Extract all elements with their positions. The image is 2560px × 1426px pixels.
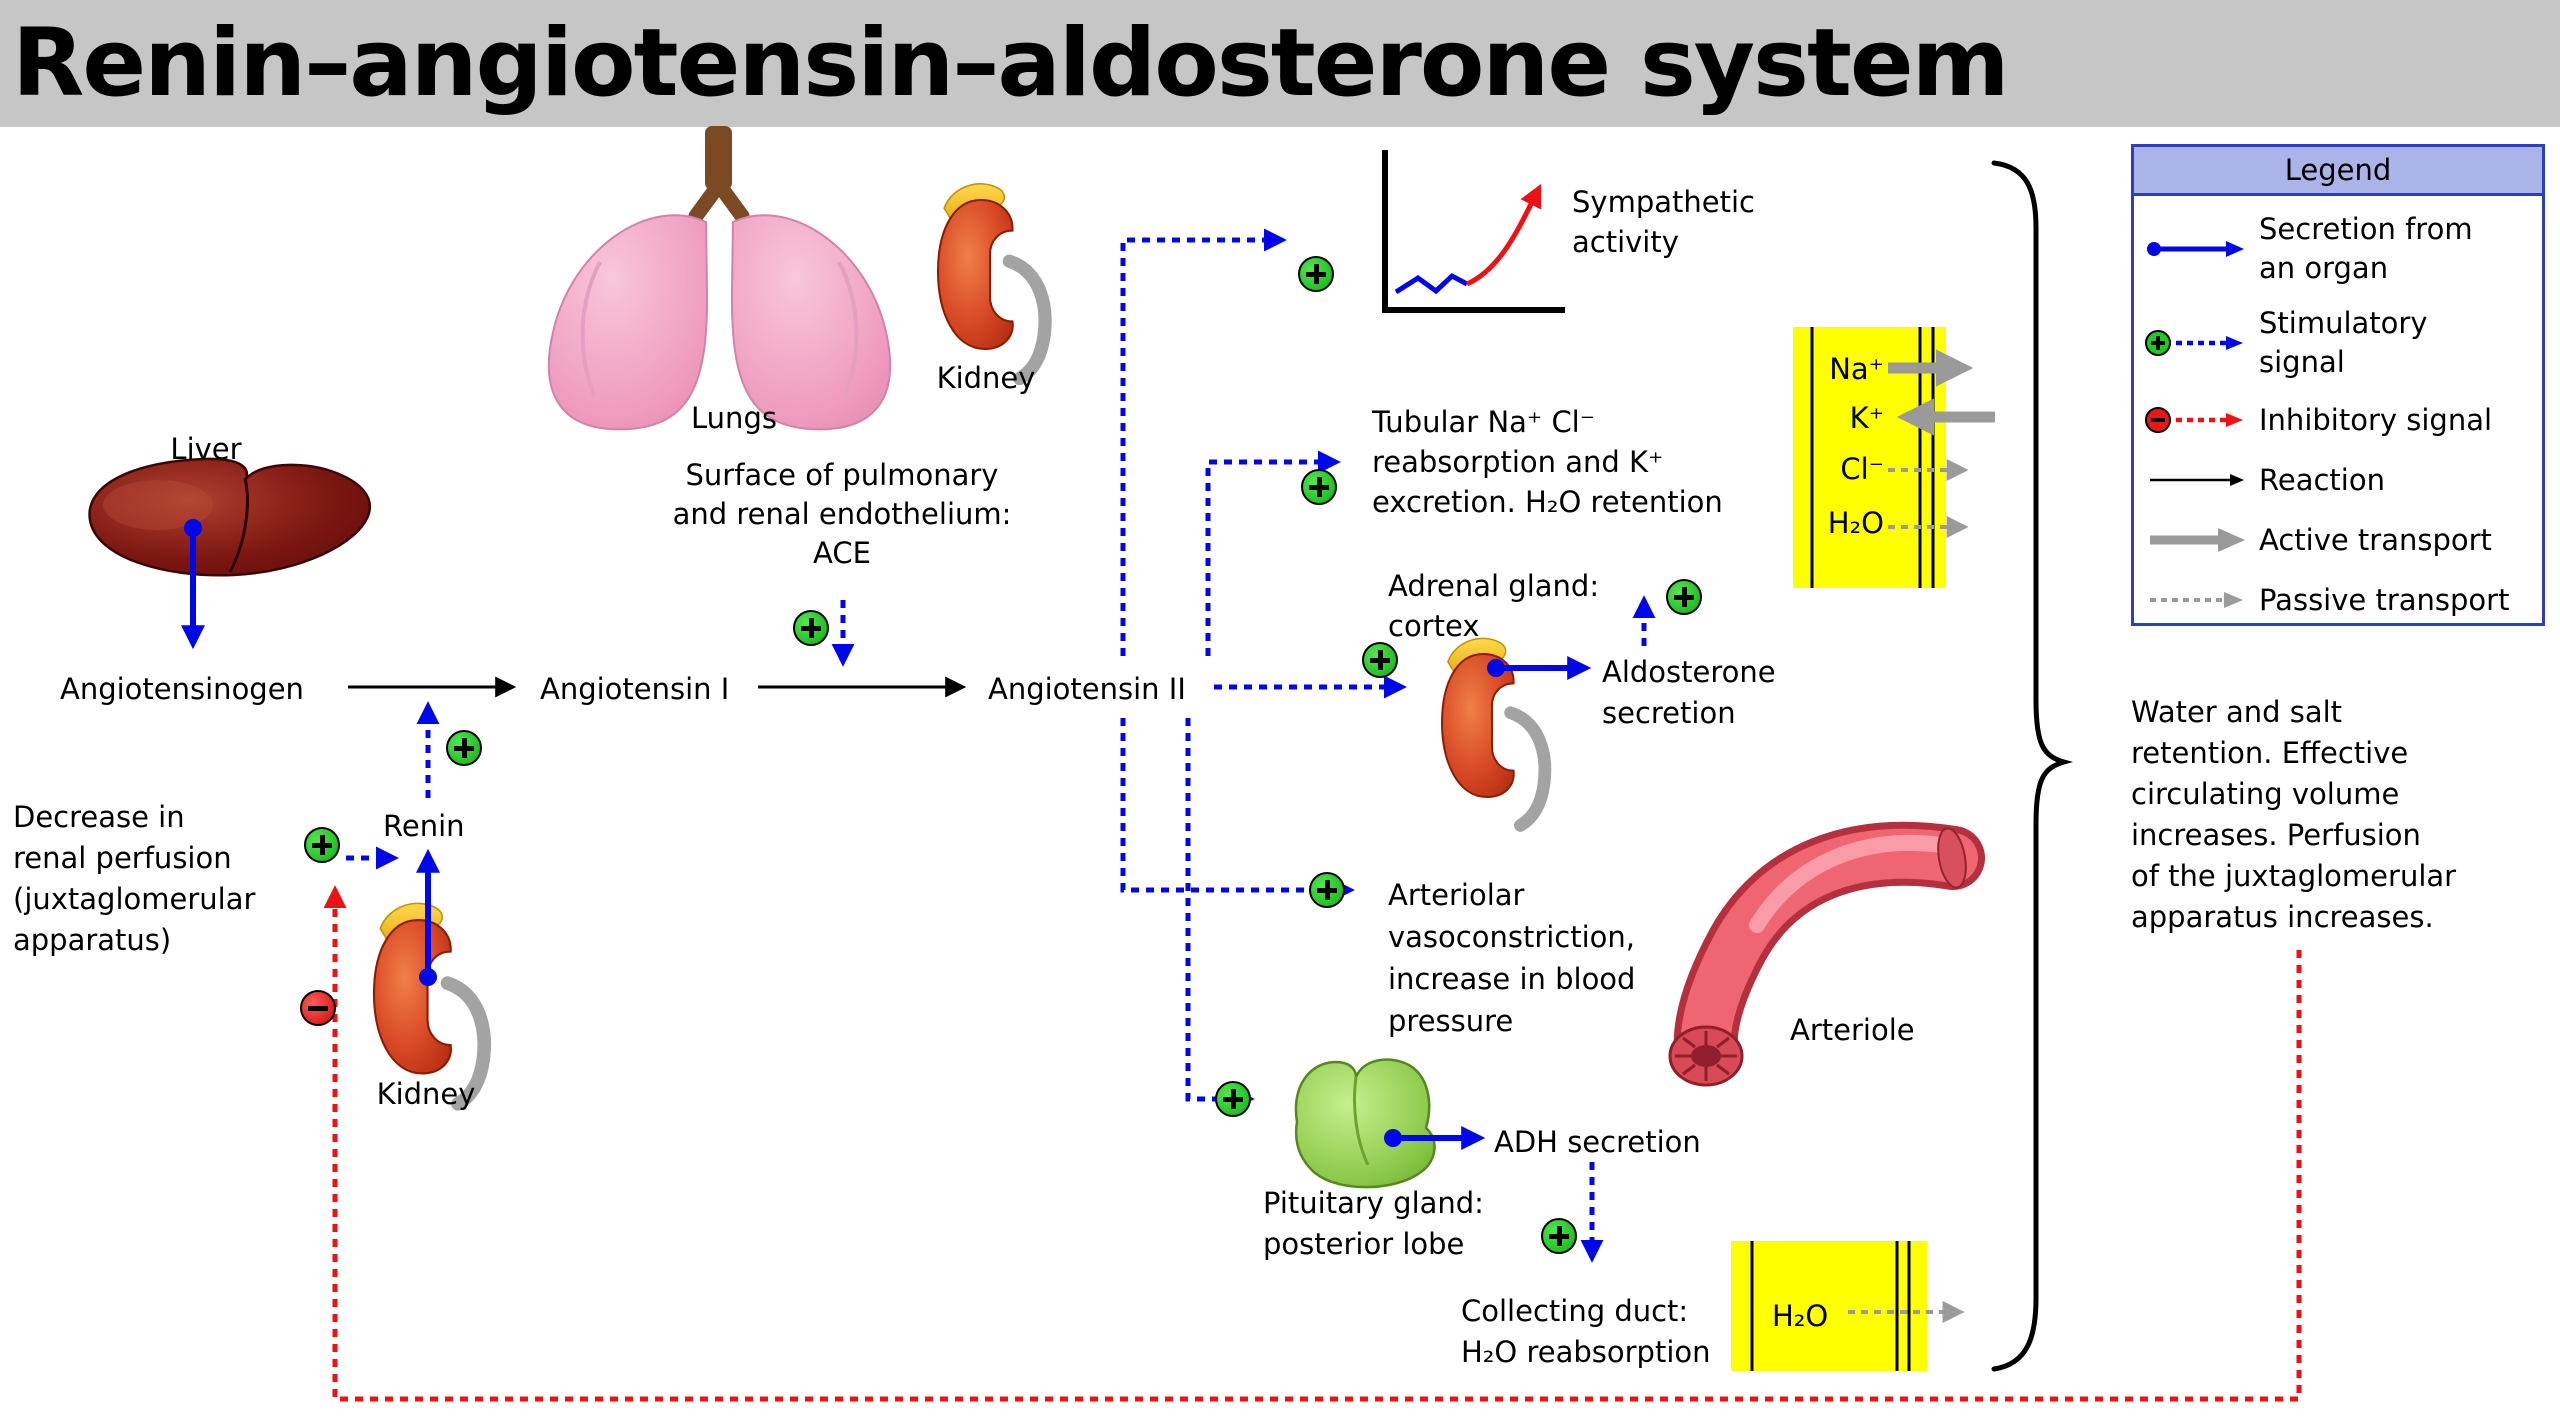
plus-icon-perfusion [304,827,340,863]
grouping-brace [1991,160,2074,1372]
h2o-duct-label: H₂O [1772,1299,1829,1333]
plus-icon-aldosterone [1666,579,1702,615]
legend-label-stimulatory: Stimulatory signal [2259,306,2428,379]
plus-icon-renin-up [446,730,482,766]
stimulatory-arrow-arteriolar [1120,718,1355,902]
legend-item-reaction: Reaction [2144,458,2536,502]
kidney-bottom-label: Kidney [376,1077,476,1111]
secretion-arrow-liver [181,519,205,650]
liver-illustration [88,457,372,577]
ace-label: Surface of pulmonary and renal endotheli… [672,458,1012,570]
stimulatory-arrow-pituitary [1185,718,1255,1111]
h2o-ion-label: H₂O [1827,506,1884,540]
plus-icon-sympathetic [1298,256,1334,292]
pituitary-label: Pituitary gland: posterior lobe [1263,1186,1484,1261]
legend-label-active-transport: Active transport [2259,522,2492,557]
legend-title: Legend [2134,147,2542,196]
stimulatory-signal-icon [2145,330,2243,356]
arteriolar-label: Arteriolar vasoconstriction, increase in… [1388,878,1636,1038]
legend-label-passive-transport: Passive transport [2259,582,2510,617]
secretion-arrow-aldosterone [1487,656,1592,680]
water-salt-retention-label: Water and salt retention. Effective circ… [2131,695,2457,934]
plus-icon-adrenal [1362,642,1398,678]
secretion-arrow-adh [1384,1126,1486,1150]
aldosterone-label: Aldosterone secretion [1602,655,1776,730]
lungs-illustration [547,126,892,431]
collecting-duct-label: Collecting duct: H₂O reabsorption [1461,1294,1711,1369]
secretion-arrow-icon [2147,241,2244,257]
plus-icon-pituitary [1215,1081,1251,1117]
reaction-arrow-icon [2150,474,2244,486]
sympathetic-label: Sympathetic activity [1572,185,1755,259]
kidney-top-label: Kidney [936,361,1036,395]
minus-icon-kidney-feedback [300,990,336,1026]
page-title: Renin–angiotensin–aldosterone system [12,9,2010,118]
passive-transport-arrow-icon [2150,592,2243,608]
lungs-label: Lungs [691,401,777,435]
legend-label-reaction: Reaction [2259,462,2385,497]
plus-icon-tubular [1301,469,1337,505]
angiotensin-i-label: Angiotensin I [540,672,730,706]
arteriole-illustration [1668,821,1985,1087]
secretion-arrow-kidney-renin [416,848,440,986]
pituitary-illustration [1294,1058,1436,1189]
na-ion-label: Na⁺ [1829,352,1884,386]
stimulatory-arrow-sympathetic [1120,228,1287,656]
decrease-perfusion-label: Decrease in renal perfusion (juxtaglomer… [13,800,256,957]
k-ion-label: K⁺ [1849,401,1884,435]
legend-item-passive-transport: Passive transport [2144,578,2536,622]
legend-item-secretion: Secretion from an organ [2144,210,2536,288]
plus-icon-adh [1541,1218,1577,1254]
active-transport-arrow-icon [2150,528,2245,552]
liver-label: Liver [170,432,242,466]
cl-ion-label: Cl⁻ [1840,452,1884,486]
adh-secretion-label: ADH secretion [1494,1125,1701,1159]
stimulatory-arrow-tubular [1205,450,1341,656]
legend: Legend Secretion from an organ Sti [2131,144,2545,626]
renin-label: Renin [383,809,465,843]
plus-icon-arteriolar [1309,872,1345,908]
legend-label-inhibitory: Inhibitory signal [2259,402,2493,437]
title-bar: Renin–angiotensin–aldosterone system [0,0,2560,127]
collecting-duct-membrane-box [1731,1241,1927,1371]
tubular-label: Tubular Na⁺ Cl⁻ reabsorption and K⁺ excr… [1372,405,1723,519]
angiotensinogen-label: Angiotensinogen [60,672,304,706]
kidney-top-illustration [938,184,1045,379]
arteriole-label: Arteriole [1790,1013,1915,1047]
legend-item-inhibitory: Inhibitory signal [2144,398,2536,442]
angiotensin-ii-label: Angiotensin II [988,672,1186,706]
legend-body: Secretion from an organ Stimulatory sign… [2134,196,2542,622]
inhibitory-feedback-arrow [323,885,2302,1402]
plus-icon-ace [793,610,829,646]
adrenal-label: Adrenal gland: cortex [1388,569,1600,643]
inhibitory-signal-icon [2145,407,2243,433]
legend-item-stimulatory: Stimulatory signal [2144,304,2536,382]
legend-label-secretion: Secretion from an organ [2259,212,2473,285]
legend-item-active-transport: Active transport [2144,518,2536,562]
sympathetic-activity-graph [1382,150,1565,313]
